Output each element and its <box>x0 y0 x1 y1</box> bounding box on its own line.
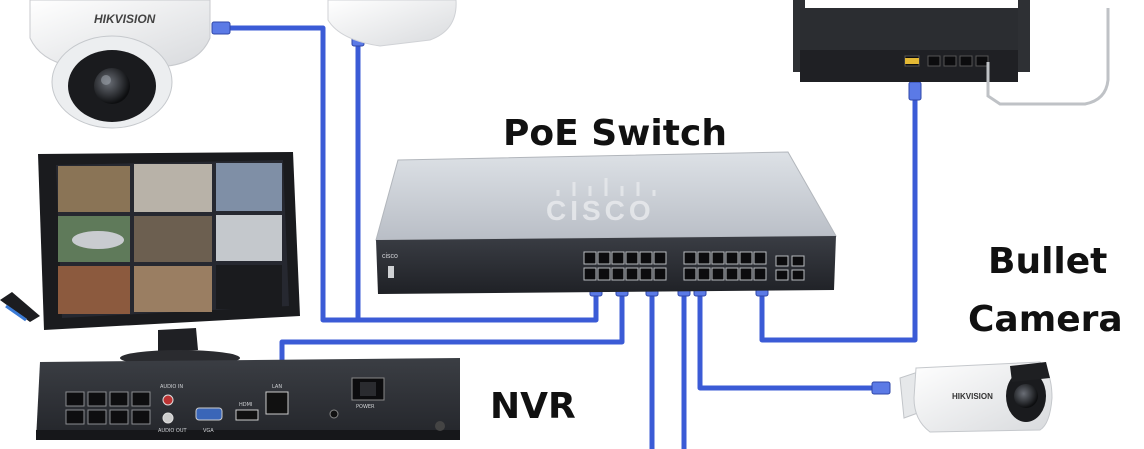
nvr-label: NVR <box>490 389 576 425</box>
poe-switch-label: PoE Switch <box>503 116 727 152</box>
nvr-label-audio-in: AUDIO IN <box>160 384 183 390</box>
dome-camera-brand: HIKVISION <box>94 12 156 26</box>
bullet-camera-label-line2: Camera <box>968 302 1123 338</box>
nvr-label-audio-out: AUDIO OUT <box>158 428 188 434</box>
poe-switch: CISCO cisco <box>376 152 836 294</box>
bullet-camera-brand: HIKVISION <box>952 392 993 401</box>
nvr-label-vga: VGA <box>203 428 214 434</box>
bullet-camera-label-line1: Bullet <box>988 244 1107 280</box>
hdmi-cable <box>0 292 40 322</box>
monitor-camera-feeds <box>58 163 282 314</box>
switch-front-logo: cisco <box>382 253 398 260</box>
ceiling-camera <box>328 0 456 46</box>
dome-camera: HIKVISION <box>30 0 210 128</box>
nvr: AUDIO IN AUDIO OUT VGA HDMI LAN POWER <box>36 358 460 440</box>
nvr-label-power: POWER <box>356 404 375 410</box>
nvr-label-lan: LAN <box>272 384 282 390</box>
bullet-camera: HIKVISION <box>900 362 1052 432</box>
switch-brand-logo: CISCO <box>546 195 655 226</box>
monitor <box>38 152 300 366</box>
nvr-label-hdmi: HDMI <box>239 402 252 408</box>
router <box>793 0 1108 104</box>
